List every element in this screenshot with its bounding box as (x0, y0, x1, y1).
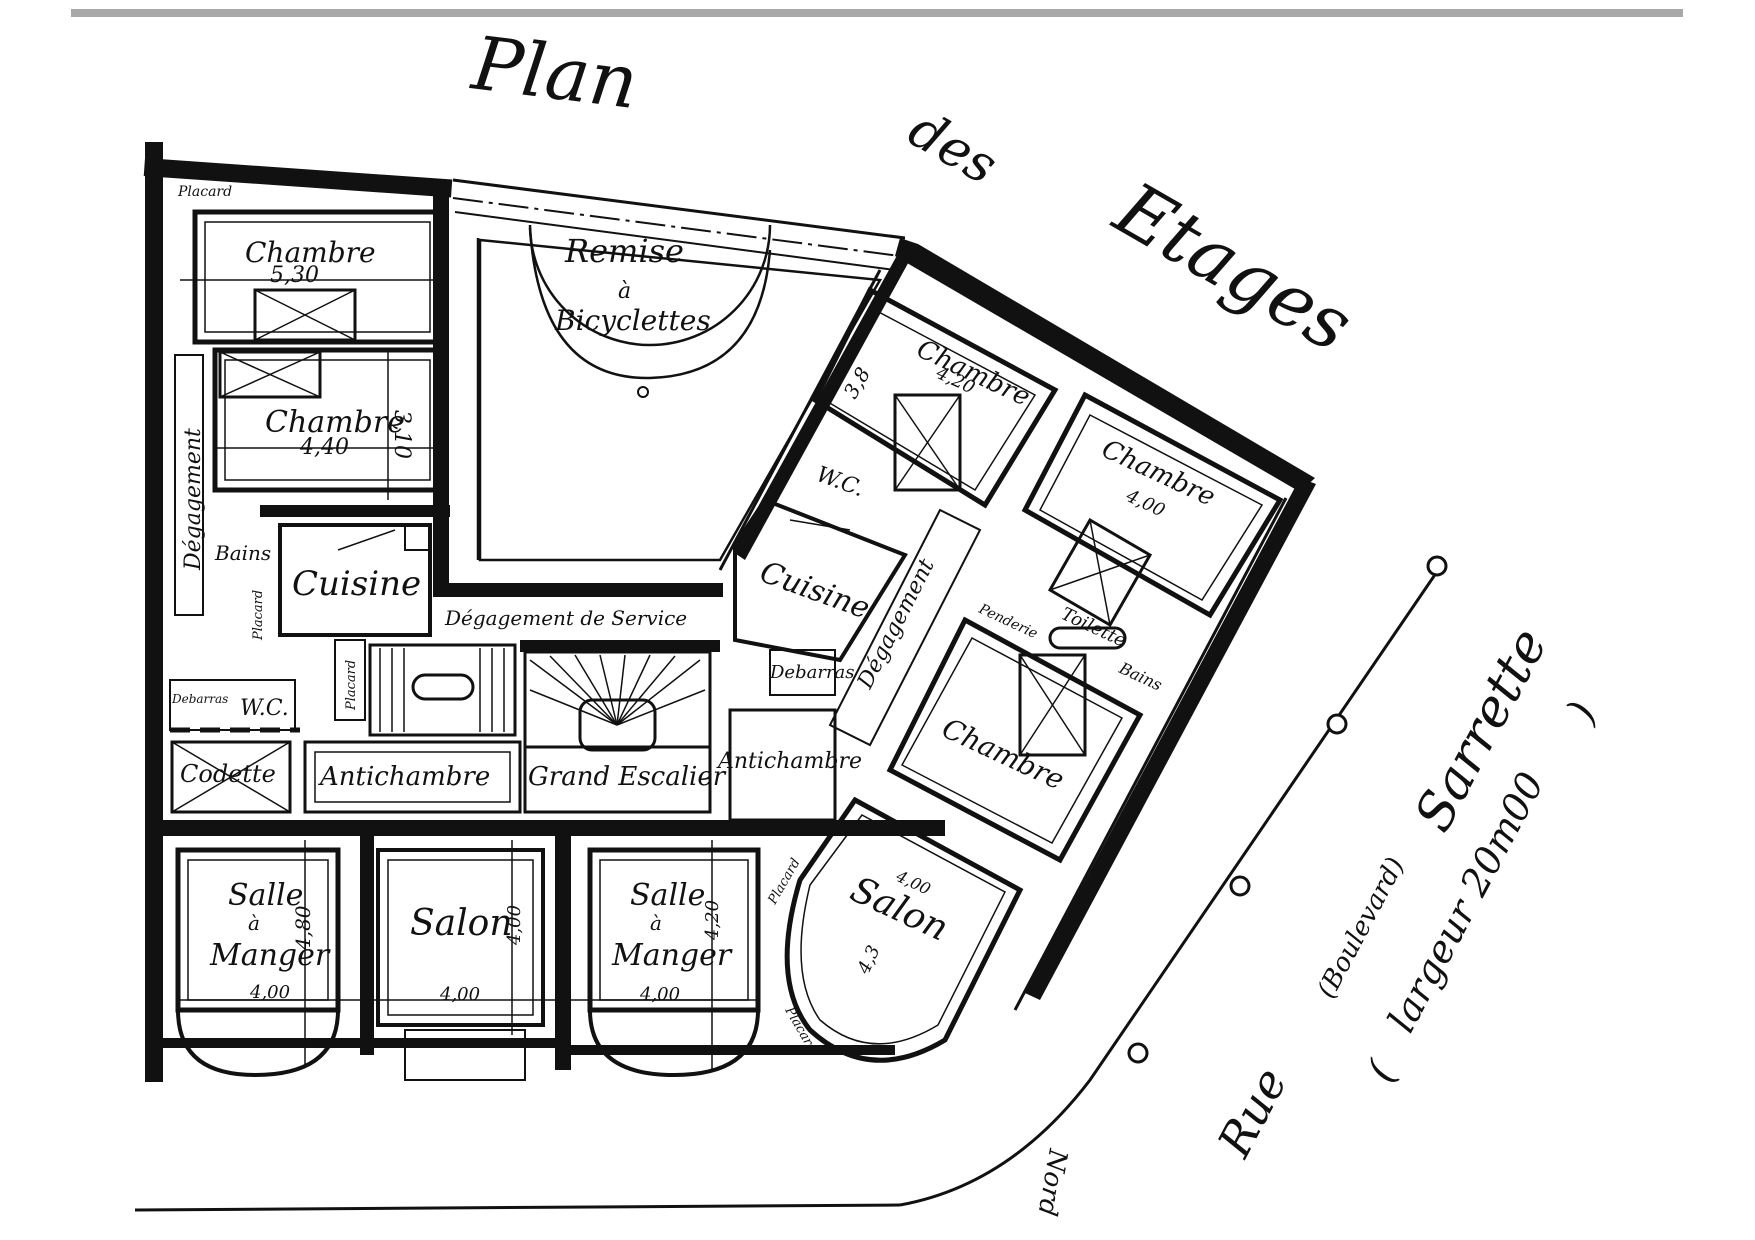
title-plan: Plan (466, 20, 642, 126)
street-boulevard: (Boulevard) (1312, 853, 1411, 1004)
room-debarras-left: Debarras (171, 692, 228, 706)
tree-icon (1229, 875, 1251, 897)
stairs: Grand Escalier (368, 640, 727, 814)
room-placard-top-left: Placard (177, 184, 232, 200)
room-wc-right: W.C. (813, 462, 867, 502)
street-close-paren: ) (1558, 694, 1606, 730)
room-placard-stair: Placard (344, 660, 359, 711)
tree-icon (1127, 1042, 1149, 1064)
dim-530: 5,30 (270, 263, 319, 288)
tree-icon (1326, 713, 1348, 735)
room-degagement-left: Dégagement (181, 428, 206, 571)
room-salon-mid: Salon (410, 903, 513, 944)
room-antichambre-left: Antichambre (318, 762, 490, 792)
room-wc-left: W.C. (240, 696, 289, 721)
room-remise: Remise (564, 232, 684, 270)
room-salle2-line1: Salle (630, 878, 705, 913)
dim-310: 3,10 (389, 410, 414, 459)
room-remise-a: à (618, 279, 631, 304)
room-degagement-right: Dégagement (853, 555, 940, 694)
tree-icon (1426, 555, 1448, 577)
room-antichambre-right: Antichambre (716, 749, 862, 774)
title-etages: Etages (1099, 165, 1366, 369)
room-salle2-line3: Manger (611, 938, 733, 973)
dim-400-v: 4,00 (504, 905, 525, 946)
room-salle2-line2: à (650, 911, 662, 935)
dim-440: 4,40 (299, 435, 349, 460)
room-salle1-line3: Manger (209, 938, 331, 973)
room-chambre-mid-left: Chambre (265, 405, 405, 440)
north-label: Nord (1031, 1146, 1072, 1219)
front-rooms: Salle à Manger 4,00 4,80 Salon 4,00 4,00… (175, 840, 761, 1081)
room-bicyclettes: Bicyclettes (554, 304, 711, 337)
room-cuisine-right: Cuisine (755, 555, 874, 627)
room-placard-left: Placard (251, 590, 266, 641)
room-bains-right: Bains (1115, 658, 1165, 695)
dim-480: 4,80 (291, 905, 315, 951)
room-debarras-right: Debarras (769, 662, 855, 683)
dim-420-v: 4,20 (702, 900, 723, 941)
dim-400-a: 4,00 (249, 982, 290, 1003)
street-rue: Rue (1207, 1059, 1298, 1166)
room-cuisine-left: Cuisine (292, 564, 421, 604)
room-codette: Codette (180, 760, 276, 788)
top-rule (71, 9, 1683, 17)
street-open-paren: ( (1358, 1053, 1407, 1090)
room-salle1-line2: à (248, 911, 260, 935)
dim-400-b: 4,00 (439, 984, 480, 1005)
dim-43: 4,3 (853, 942, 885, 978)
title-des: des (899, 99, 1008, 196)
room-degagement-service: Dégagement de Service (444, 606, 687, 630)
room-bains-left: Bains (214, 541, 271, 565)
room-penderie: Penderie (975, 601, 1040, 642)
room-salle1-line1: Salle (228, 878, 303, 913)
room-chambre-top-left: Chambre (245, 236, 376, 269)
courtyard: Remise à Bicyclettes (433, 185, 883, 597)
dim-400-c: 4,00 (639, 984, 680, 1005)
left-wing: Chambre 5,30 Placard Chambre 4,40 3,10 D… (169, 184, 522, 814)
room-grand-escalier: Grand Escalier (528, 762, 727, 792)
